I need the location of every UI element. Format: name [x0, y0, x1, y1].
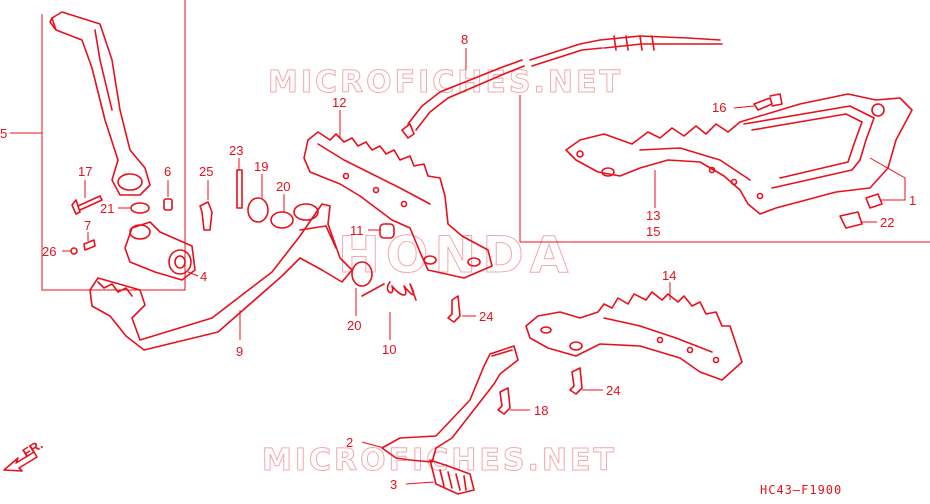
callout-6: 6 [164, 164, 171, 179]
footpeg-14 [525, 291, 743, 381]
washer-19 [247, 197, 269, 223]
footpeg-assembly-13-15 [565, 93, 913, 215]
watermark-bottom: MICROFICHES.NET [262, 443, 617, 478]
spring-7 [83, 239, 96, 251]
callout-23: 23 [229, 143, 243, 158]
callout-9: 9 [236, 344, 243, 359]
callout-21: 21 [100, 201, 114, 216]
footpeg-12 [303, 131, 493, 279]
seal-20-upper [270, 211, 294, 229]
callout-13: 13 [646, 208, 660, 223]
washer-21 [130, 202, 150, 214]
bracket-13-15 [519, 95, 930, 243]
callout-3: 3 [390, 477, 397, 492]
bolt-24-right [569, 367, 583, 395]
watermark-center: HONDA [338, 226, 574, 284]
bolt-22 [839, 211, 863, 229]
kick-starter-arm [49, 11, 151, 196]
callout-2: 2 [346, 435, 353, 450]
leader-2 [361, 441, 385, 449]
callout-7: 7 [84, 218, 91, 233]
pin-23 [236, 169, 243, 209]
callout-24a: 24 [479, 309, 493, 324]
diagram-code: HC43—F1900 [760, 483, 842, 497]
callout-12: 12 [332, 95, 346, 110]
callout-20a: 20 [276, 179, 290, 194]
callout-8: 8 [461, 32, 468, 47]
callout-20b: 20 [347, 318, 361, 333]
callout-22: 22 [880, 215, 894, 230]
bolt-24-center [447, 295, 461, 323]
callout-1: 1 [909, 193, 916, 208]
spring-10 [361, 281, 417, 301]
callout-14: 14 [662, 268, 676, 283]
cap-11 [379, 223, 395, 239]
leader-1 [869, 157, 906, 201]
bracket-5 [41, 0, 186, 291]
callout-5: 5 [0, 126, 7, 141]
cable-8 [401, 35, 723, 139]
bolt-16 [753, 93, 783, 111]
direction-label: FR. [20, 437, 46, 461]
callout-15: 15 [646, 224, 660, 239]
bolt-18 [497, 387, 511, 415]
pin-26 [70, 247, 78, 255]
kick-starter-boss [124, 221, 196, 281]
callout-11: 11 [350, 223, 364, 238]
brake-pedal-bar [89, 203, 353, 351]
leader-3 [405, 481, 435, 485]
callout-4: 4 [200, 269, 207, 284]
bolt-17 [71, 195, 103, 215]
callout-16: 16 [712, 100, 726, 115]
callout-26: 26 [42, 244, 56, 259]
bolt-1 [865, 193, 883, 209]
leader-4 [187, 271, 199, 277]
bolt-25 [199, 201, 213, 231]
part-6 [163, 198, 173, 211]
callout-19: 19 [254, 159, 268, 174]
callout-24b: 24 [606, 383, 620, 398]
shift-lever [381, 345, 519, 495]
watermark-top: MICROFICHES.NET [268, 65, 623, 100]
callout-10: 10 [382, 342, 396, 357]
leader-16 [733, 105, 755, 109]
callout-17: 17 [78, 164, 92, 179]
front-direction-arrow: FR. [3, 437, 46, 472]
callout-25: 25 [199, 164, 213, 179]
callout-18: 18 [534, 403, 548, 418]
seal-20-lower [351, 261, 373, 287]
